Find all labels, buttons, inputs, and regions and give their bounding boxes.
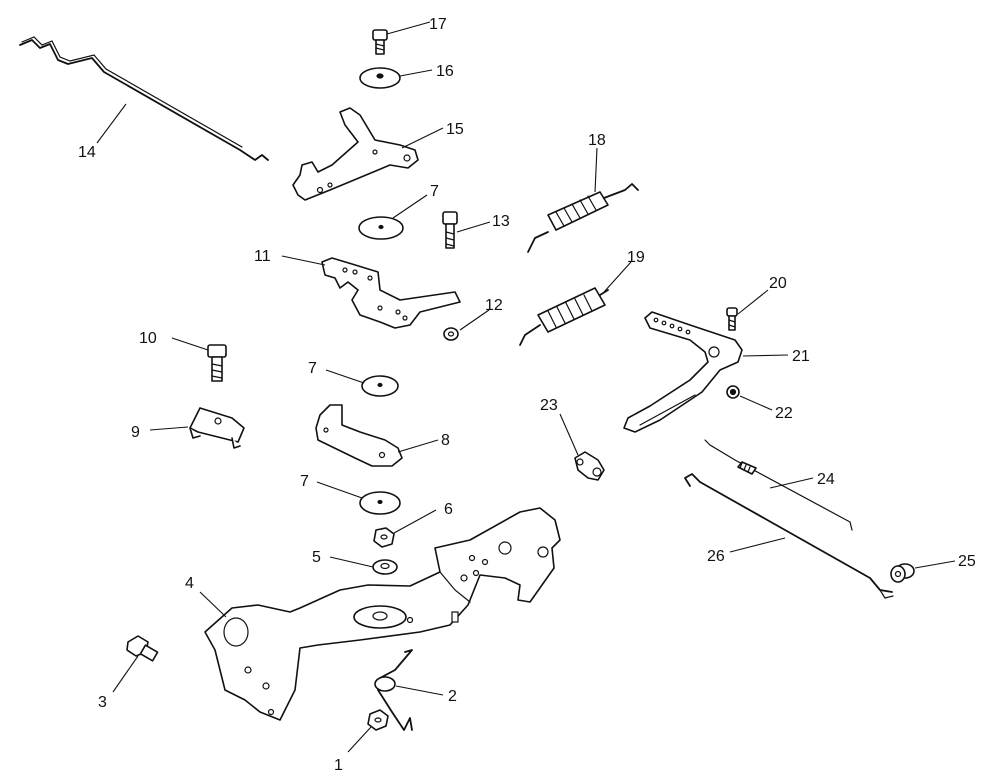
leader-lines [96, 21, 956, 753]
callout-10: 10 [139, 330, 157, 347]
callout-23: 23 [540, 397, 558, 414]
part-2-spring-clip [374, 649, 413, 731]
part-24-link-rod [704, 439, 853, 531]
part-4-main-bracket [204, 507, 561, 721]
callout-12: 12 [485, 297, 503, 314]
callout-7-middle: 7 [308, 360, 317, 377]
callout-7-lower: 7 [300, 473, 309, 490]
callout-2: 2 [448, 688, 457, 705]
callout-5: 5 [312, 549, 321, 566]
part-1-hex-nut [367, 709, 389, 731]
callout-3: 3 [98, 694, 107, 711]
part-23-cable-clamp [574, 451, 605, 481]
part-14-control-rod [19, 36, 269, 161]
callout-21: 21 [792, 348, 810, 365]
callout-9: 9 [131, 424, 140, 441]
part-15-upper-bracket [292, 107, 419, 201]
callout-19: 19 [627, 249, 645, 266]
callout-11: 11 [254, 248, 271, 265]
part-11-middle-bracket [321, 257, 461, 329]
callout-18: 18 [588, 132, 606, 149]
callout-4: 4 [185, 575, 194, 592]
callout-14: 14 [78, 144, 96, 161]
part-8-lever-plate [315, 404, 403, 467]
callout-20: 20 [769, 275, 787, 292]
part-22-nut [726, 385, 740, 399]
callout-6: 6 [444, 501, 453, 518]
part-21-throttle-lever [623, 311, 743, 433]
part-25-grommet [890, 563, 915, 583]
callout-26: 26 [707, 548, 725, 565]
part-18-spring [527, 183, 639, 253]
part-10-flange-bolt [207, 344, 227, 382]
part-17-bolt [372, 29, 388, 55]
part-12-nut [443, 327, 459, 341]
callout-labels: 17 16 15 14 18 7 13 11 19 12 20 10 21 7 … [78, 16, 976, 774]
callout-7-top: 7 [430, 183, 439, 200]
part-6-nut [373, 527, 395, 548]
callout-16: 16 [436, 63, 454, 80]
callout-24: 24 [817, 471, 835, 488]
callout-15: 15 [446, 121, 464, 138]
part-26-choke-rod [684, 473, 894, 599]
part-7-washer-lower [359, 491, 401, 515]
part-16-washer [359, 67, 401, 89]
part-7-washer-middle [361, 375, 399, 397]
part-20-screw [726, 307, 738, 331]
callout-22: 22 [775, 405, 793, 422]
callout-17: 17 [429, 16, 447, 33]
callout-8: 8 [441, 432, 450, 449]
part-7-washer-top [358, 216, 404, 240]
callout-25: 25 [958, 553, 976, 570]
part-3-hex-screw [126, 635, 159, 662]
callout-1: 1 [334, 757, 343, 774]
part-5-washer [372, 559, 398, 575]
part-9-clip [189, 407, 245, 449]
callout-13: 13 [492, 213, 510, 230]
part-19-spring [519, 287, 609, 346]
part-13-shoulder-bolt [442, 211, 458, 249]
